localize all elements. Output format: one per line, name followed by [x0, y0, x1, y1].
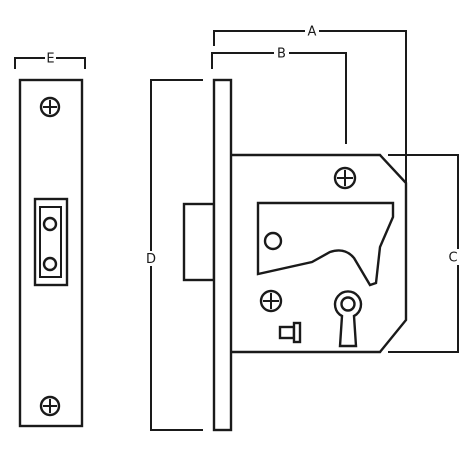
- forend-plate: [18, 78, 84, 428]
- dimension-e: E: [14, 52, 86, 69]
- lever-slot: [256, 201, 395, 287]
- forend-edge: [212, 78, 233, 432]
- case-bottom-screw-icon: [259, 289, 283, 313]
- dimension-b: B: [211, 47, 347, 144]
- stop-tab: [278, 321, 302, 344]
- dimension-d-label: D: [146, 252, 156, 267]
- bolt-aperture: [33, 197, 69, 287]
- case-top-screw-icon: [333, 166, 357, 190]
- dimension-c: C: [388, 154, 459, 353]
- dimension-c-label: C: [448, 251, 457, 266]
- keyhole-inner: [340, 296, 356, 312]
- forend-bottom-screw-icon: [39, 395, 61, 417]
- dimension-b-label: B: [277, 47, 286, 62]
- dimension-a: A: [213, 25, 407, 184]
- lever-pin: [263, 231, 283, 251]
- dimension-d: D: [146, 79, 203, 431]
- dimension-e-label: E: [46, 52, 54, 67]
- deadbolt: [182, 202, 216, 282]
- lock-case: [182, 78, 408, 432]
- dimension-a-label: A: [308, 25, 317, 40]
- forend-top-screw-icon: [39, 96, 61, 118]
